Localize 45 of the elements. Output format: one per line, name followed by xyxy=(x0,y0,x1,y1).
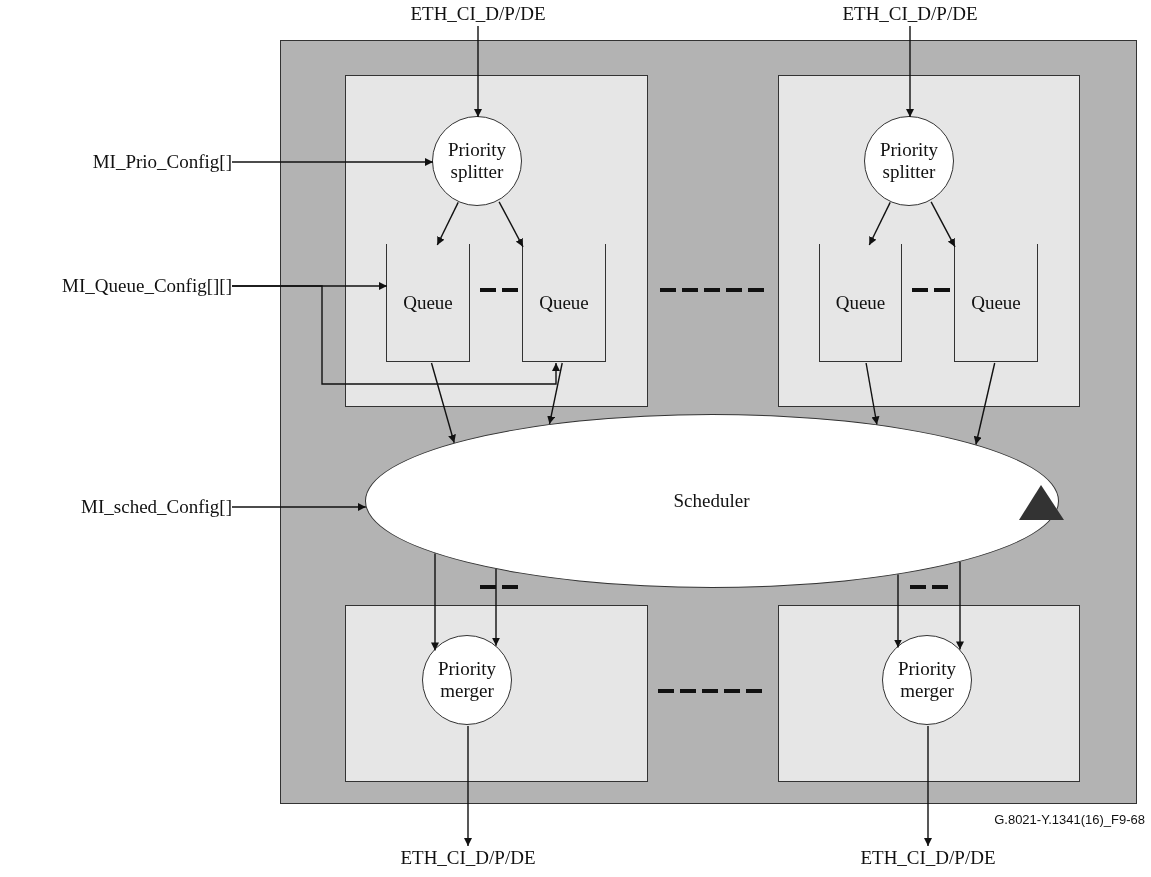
panel-box xyxy=(280,40,1137,804)
arrow xyxy=(231,503,367,511)
arrow xyxy=(498,201,524,248)
queue-label: Queue xyxy=(403,291,453,314)
queue-container xyxy=(819,244,902,362)
panel-box xyxy=(344,74,648,407)
arrow xyxy=(431,552,439,652)
signal-label: ETH_CI_D/P/DE xyxy=(368,846,568,870)
arrow xyxy=(865,362,880,426)
arrow xyxy=(464,725,472,847)
circle-label: Priority merger xyxy=(896,658,958,702)
panel-box xyxy=(777,604,1080,782)
arrow xyxy=(430,362,456,444)
arrow xyxy=(956,561,964,651)
queue-label: Queue xyxy=(971,291,1021,314)
queue-container xyxy=(522,244,606,362)
circle-label: Priority splitter xyxy=(878,139,940,183)
signal-label: MI_Prio_Config[] xyxy=(20,150,232,174)
signal-label: ETH_CI_D/P/DE xyxy=(828,846,1028,870)
arrow xyxy=(973,362,996,446)
queue-container xyxy=(386,244,470,362)
arrow xyxy=(924,725,932,847)
figure-id: G.8021-Y.1341(16)_F9-68 xyxy=(994,812,1145,827)
signal-label: MI_sched_Config[] xyxy=(10,495,232,519)
panel-box xyxy=(344,604,648,782)
queue-label: Queue xyxy=(539,291,589,314)
arrow xyxy=(231,158,434,166)
arrow xyxy=(868,201,891,246)
signal-label: ETH_CI_D/P/DE xyxy=(810,2,1010,26)
signal-label: ETH_CI_D/P/DE xyxy=(378,2,578,26)
arrow xyxy=(547,362,563,425)
circle-label: Priority merger xyxy=(436,658,498,702)
arrow xyxy=(492,568,500,647)
arrow xyxy=(231,285,560,385)
arrow xyxy=(906,25,914,118)
queue-container xyxy=(954,244,1038,362)
scheduler-label: Scheduler xyxy=(673,489,750,512)
queue-label: Queue xyxy=(835,291,886,314)
signal-label: MI_Queue_Config[][] xyxy=(10,274,232,298)
arrow xyxy=(894,573,902,649)
arrow xyxy=(930,201,956,248)
arrow xyxy=(474,25,482,118)
arrow xyxy=(436,201,459,246)
panel-box xyxy=(777,74,1080,407)
circle-label: Priority splitter xyxy=(446,139,508,183)
